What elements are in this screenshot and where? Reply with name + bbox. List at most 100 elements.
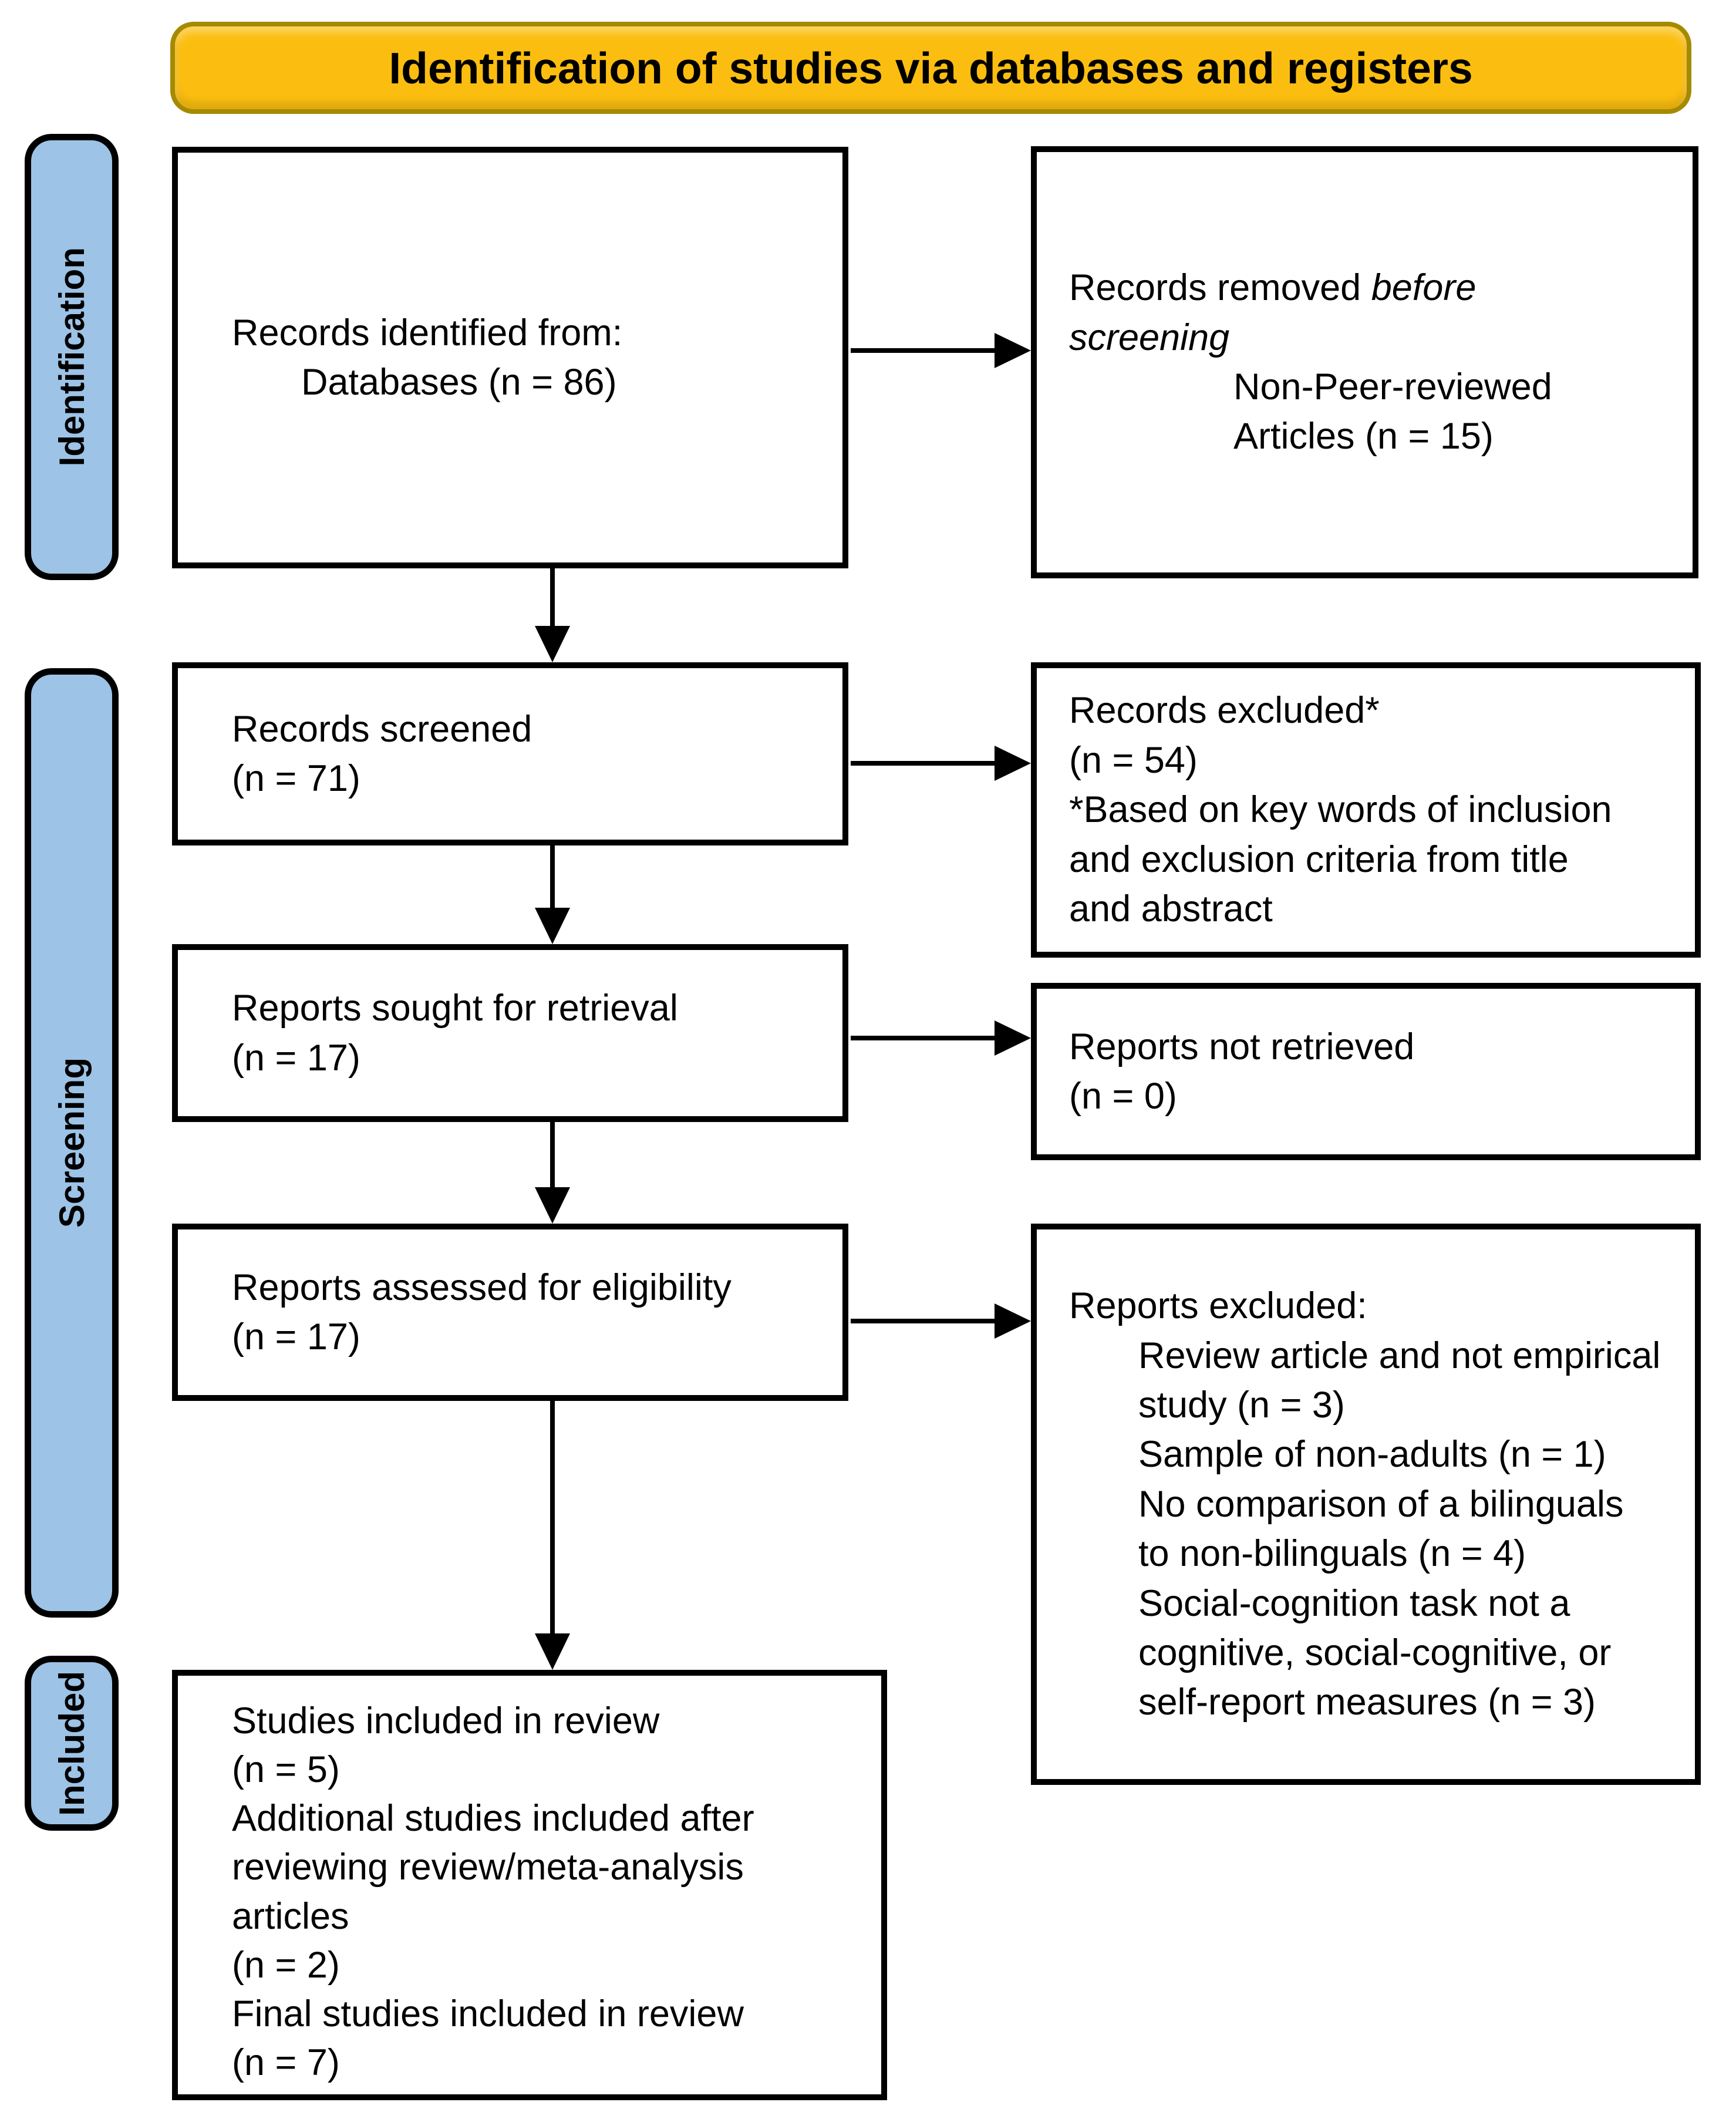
arrow-assessed-to-included-line: [550, 1400, 555, 1636]
text-line: Records identified from:: [232, 308, 842, 358]
text-segment: Review article and not empirical: [1138, 1335, 1661, 1376]
text-line: (n = 7): [232, 2039, 881, 2087]
arrow-assessed-to-excluded-line: [851, 1319, 995, 1323]
text-line: cognitive, social-cognitive, or: [1069, 1628, 1695, 1677]
text-segment: (n = 7): [232, 2042, 340, 2084]
text-segment: Non-Peer-reviewed: [1233, 366, 1552, 407]
stage-label-screening: Screening: [25, 668, 119, 1618]
text-segment: Sample of non-adults (n = 1): [1138, 1434, 1606, 1475]
text-segment: (n = 54): [1069, 739, 1198, 781]
stage-label-identification: Identification: [25, 134, 119, 580]
stage-label-screening-text: Screening: [52, 1057, 92, 1228]
text-line: Non-Peer-reviewed: [1069, 362, 1693, 412]
text-line: and abstract: [1069, 884, 1695, 934]
arrow-identified-to-screened-head: [535, 626, 570, 662]
arrow-sought-to-assessed-head: [535, 1187, 570, 1224]
box-records-excluded: Records excluded* (n = 54) *Based on key w…: [1031, 662, 1701, 958]
arrow-assessed-to-excluded-head: [995, 1303, 1031, 1339]
text-line: (n = 5): [232, 1746, 881, 1794]
text-line: Reports not retrieved: [1069, 1022, 1695, 1072]
text-line: and exclusion criteria from title: [1069, 835, 1695, 884]
text-line: No comparison of a bilinguals: [1069, 1480, 1695, 1529]
arrow-sought-to-assessed-line: [550, 1121, 555, 1190]
text-line: Reports sought for retrieval: [232, 983, 842, 1033]
box-studies-included: Studies included in review (n = 5) Additio…: [172, 1670, 887, 2100]
text-line: Articles (n = 15): [1069, 412, 1693, 461]
text-segment: Records removed: [1069, 267, 1371, 309]
text-segment: (n = 17): [232, 1316, 360, 1357]
text-segment: Reports assessed for eligibility: [232, 1266, 732, 1308]
arrow-identified-to-removed-line: [851, 348, 995, 353]
text-segment: Records identified from:: [232, 312, 623, 353]
text-line: *Based on key words of inclusion: [1069, 785, 1695, 834]
text-line: Review article and not empirical: [1069, 1331, 1695, 1380]
arrow-screened-to-excluded-line: [851, 761, 995, 766]
text-line: (n = 17): [232, 1033, 842, 1083]
text-segment: (n = 0): [1069, 1076, 1177, 1117]
text-segment: cognitive, social-cognitive, or: [1138, 1632, 1612, 1674]
box-reports-sought: Reports sought for retrieval (n = 17): [172, 944, 848, 1122]
arrow-screened-to-sought-head: [535, 908, 570, 944]
text-segment: Databases (n = 86): [301, 362, 617, 403]
text-line: Additional studies included after: [232, 1794, 881, 1843]
text-line: Records removed before: [1069, 263, 1693, 312]
text-segment: Reports sought for retrieval: [232, 988, 678, 1029]
text-line: Social-cognition task not a: [1069, 1579, 1695, 1628]
text-line: screening: [1069, 313, 1693, 362]
text-line: Records excluded*: [1069, 686, 1695, 735]
text-line: self-report measures (n = 3): [1069, 1677, 1695, 1727]
text-segment: Social-cognition task not a: [1138, 1582, 1570, 1624]
text-line: study (n = 3): [1069, 1380, 1695, 1430]
stage-label-included: Included: [25, 1656, 119, 1831]
box-records-screened: Records screened (n = 71): [172, 662, 848, 845]
arrow-screened-to-sought-line: [550, 844, 555, 910]
text-line: (n = 2): [232, 1941, 881, 1990]
text-segment: before: [1371, 267, 1477, 309]
stage-label-identification-text: Identification: [52, 247, 92, 467]
text-segment: Additional studies included after: [232, 1798, 754, 1840]
box-records-identified: Records identified from: Databases (n = 8…: [172, 147, 848, 568]
text-segment: and exclusion criteria from title: [1069, 838, 1569, 880]
text-line: to non-bilinguals (n = 4): [1069, 1529, 1695, 1578]
text-segment: Records screened: [232, 708, 532, 750]
text-segment: (n = 5): [232, 1749, 340, 1791]
text-segment: (n = 17): [232, 1037, 360, 1079]
text-line: (n = 17): [232, 1312, 842, 1362]
text-segment: (n = 2): [232, 1944, 340, 1986]
text-segment: articles: [232, 1895, 349, 1937]
arrow-identified-to-removed-head: [995, 333, 1031, 368]
text-line: Reports assessed for eligibility: [232, 1263, 842, 1312]
text-segment: Records excluded*: [1069, 690, 1380, 732]
text-line: (n = 71): [232, 754, 842, 803]
text-segment: study (n = 3): [1138, 1384, 1345, 1426]
text-line: Studies included in review: [232, 1697, 881, 1746]
stage-label-included-text: Included: [52, 1670, 92, 1816]
text-line: articles: [232, 1892, 881, 1941]
text-segment: to non-bilinguals (n = 4): [1138, 1533, 1526, 1575]
text-line: (n = 0): [1069, 1072, 1695, 1121]
text-line: Databases (n = 86): [232, 358, 842, 407]
text-segment: (n = 71): [232, 758, 360, 799]
text-segment: screening: [1069, 316, 1230, 358]
text-segment: Studies included in review: [232, 1700, 660, 1741]
text-segment: Reports not retrieved: [1069, 1026, 1415, 1067]
banner-title: Identification of studies via databases …: [170, 22, 1691, 114]
text-segment: No comparison of a bilinguals: [1138, 1483, 1624, 1525]
box-reports-not-retrieved: Reports not retrieved (n = 0): [1031, 983, 1701, 1160]
text-line: Records screened: [232, 705, 842, 754]
text-segment: *Based on key words of inclusion: [1069, 789, 1612, 831]
text-segment: self-report measures (n = 3): [1138, 1682, 1596, 1723]
arrow-screened-to-excluded-head: [995, 746, 1031, 781]
text-segment: Reports excluded:: [1069, 1285, 1367, 1327]
arrow-assessed-to-included-head: [535, 1633, 570, 1670]
box-reports-assessed: Reports assessed for eligibility (n = 17): [172, 1224, 848, 1401]
text-line: Reports excluded:: [1069, 1281, 1695, 1330]
text-line: (n = 54): [1069, 736, 1695, 785]
box-reports-excluded: Reports excluded: Review article and not …: [1031, 1224, 1701, 1785]
text-segment: Final studies included in review: [232, 1993, 744, 2034]
text-line: Sample of non-adults (n = 1): [1069, 1430, 1695, 1479]
text-line: reviewing review/meta-analysis: [232, 1843, 881, 1892]
text-segment: reviewing review/meta-analysis: [232, 1847, 744, 1888]
